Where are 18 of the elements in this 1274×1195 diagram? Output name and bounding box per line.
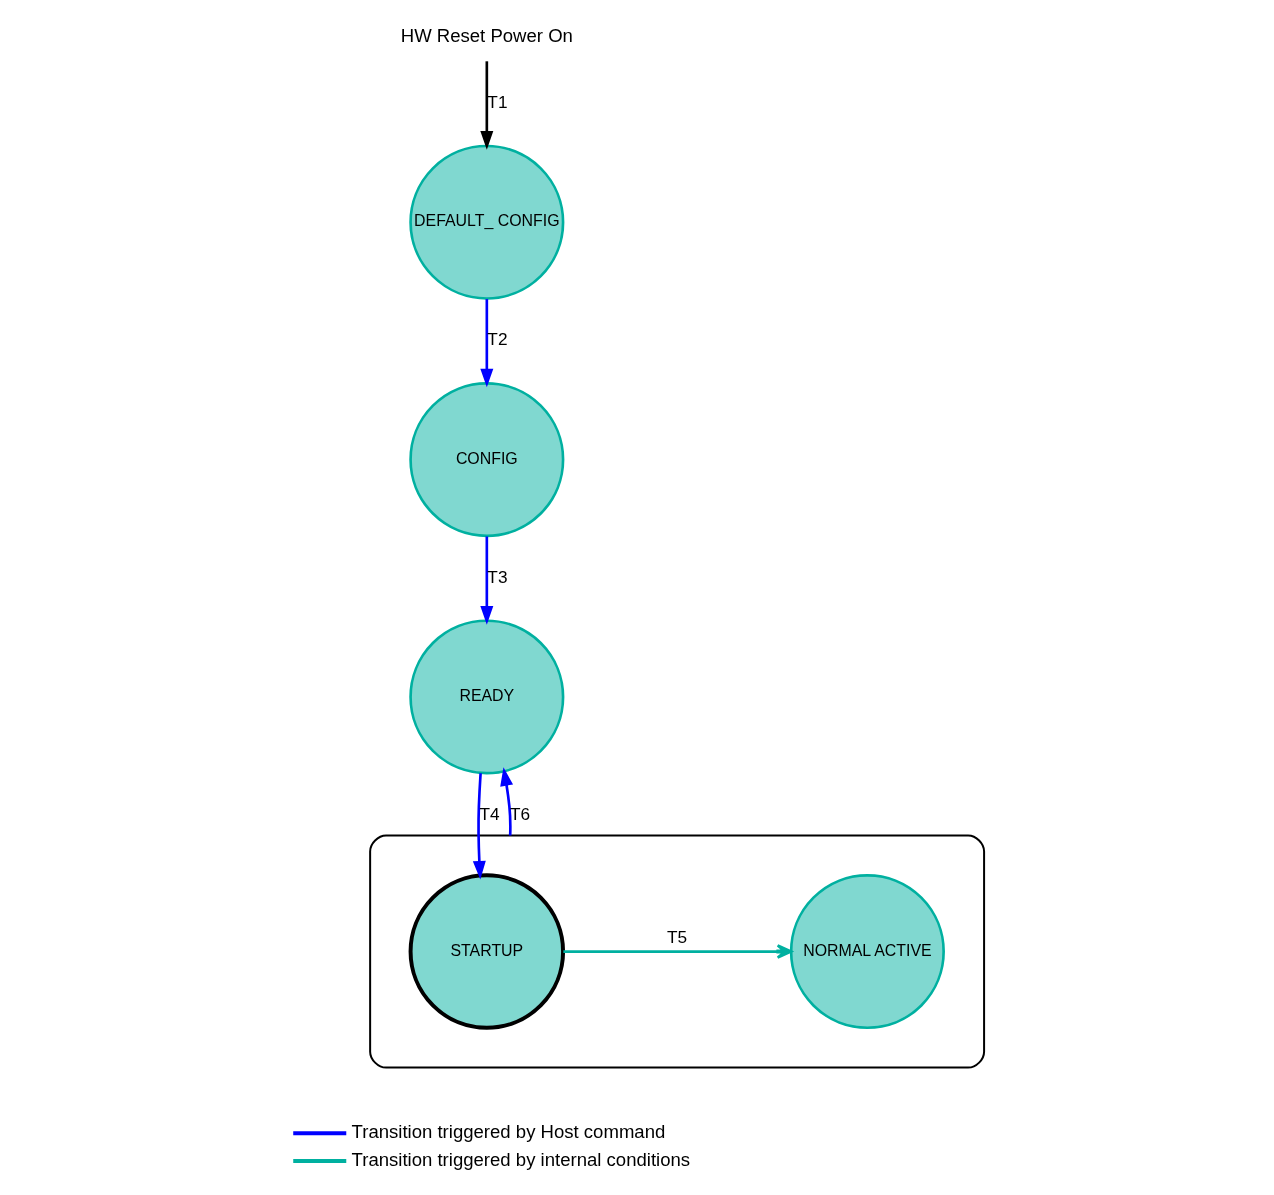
- cluster: [369, 834, 986, 1069]
- legend-label: Transition triggered by internal conditions: [351, 1148, 691, 1170]
- arrow: [480, 536, 494, 625]
- edge-label: T5: [667, 926, 688, 947]
- arrow: [480, 61, 494, 150]
- legend-label: Transition triggered by Host command: [351, 1121, 666, 1143]
- arrow: [480, 299, 494, 388]
- node-circle: NORMAL ACTIVE: [789, 873, 945, 1030]
- arrow: [500, 767, 514, 836]
- node-text: HW Reset Power On: [400, 25, 573, 47]
- node-circle: DEFAULT_ CONFIG: [409, 144, 565, 300]
- arrow: [563, 944, 793, 959]
- node-circle: CONFIG: [409, 382, 565, 538]
- node-circle: STARTUP: [408, 873, 566, 1030]
- node-circle: READY: [409, 619, 565, 775]
- arrow: [472, 773, 486, 880]
- edge-label: T1: [487, 92, 508, 113]
- edge-label: T4: [479, 804, 500, 825]
